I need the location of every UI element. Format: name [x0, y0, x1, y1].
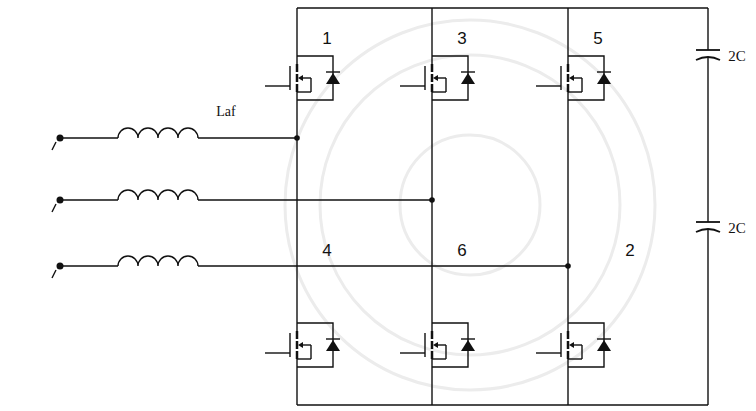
callout-number: 6: [457, 242, 466, 259]
callout-number: 1: [322, 30, 331, 47]
inductor-symbol: [118, 256, 198, 266]
leg-wire: [567, 367, 568, 405]
leg-wire: [431, 367, 432, 405]
leg-wire: [296, 8, 297, 56]
mosfet-symbol: [536, 56, 611, 100]
capacitor-symbol: [696, 50, 720, 60]
callout-number: 2: [625, 242, 634, 259]
dc-bus-wire: [707, 230, 708, 405]
terminal-dot: [57, 135, 64, 270]
mosfet-symbol: [536, 323, 611, 367]
mosfet-symbol: [265, 323, 340, 367]
capacitor-label: 2C: [728, 221, 746, 236]
mosfet-symbol: [265, 56, 340, 100]
watermark-emblem: [285, 20, 655, 390]
phase-line: [60, 128, 297, 138]
inductor-symbol: [118, 128, 198, 138]
phase-line: [60, 256, 568, 266]
leg-wire: [431, 100, 432, 323]
callout-number: 3: [457, 30, 466, 47]
leg-wire: [567, 100, 568, 323]
inductor-label: Laf: [216, 105, 235, 119]
top-rail: [297, 7, 708, 8]
leg-wire: [431, 8, 432, 56]
leg-wire: [296, 367, 297, 405]
mosfet-symbol: [400, 323, 475, 367]
leg-wire: [296, 100, 297, 323]
callout-number: 5: [593, 30, 602, 47]
inductor-symbol: [118, 190, 198, 200]
junction-dot: [294, 135, 571, 269]
callout-number: 4: [322, 242, 331, 259]
bottom-rail: [297, 404, 708, 405]
leg-wire: [567, 8, 568, 56]
dc-bus-wire: [707, 8, 708, 50]
bus-wires: [297, 8, 708, 405]
terminal-stem: [52, 142, 56, 278]
dc-bus-wire: [707, 58, 708, 222]
phase-line: [60, 190, 432, 200]
capacitor-symbol: [696, 222, 720, 232]
mosfet-symbol: [400, 56, 475, 100]
capacitor-label: 2C: [728, 49, 746, 64]
